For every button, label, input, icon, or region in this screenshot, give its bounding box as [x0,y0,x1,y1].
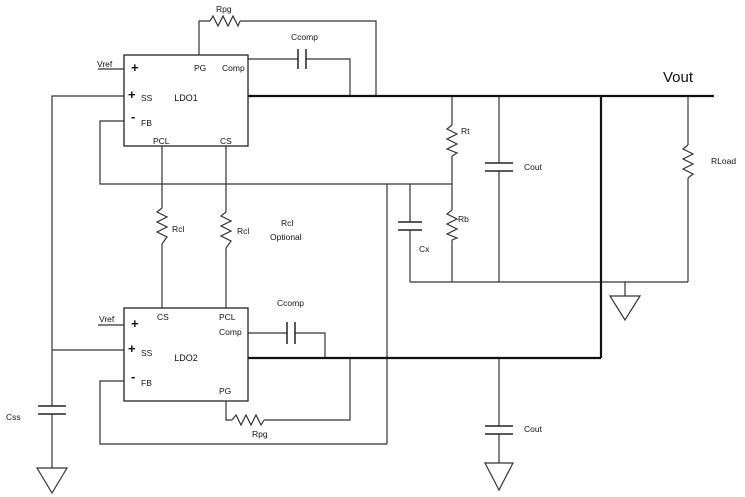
ground-symbol-right [608,295,642,322]
ldo2-fb-sign: - [131,369,135,384]
ldo1-pcl-pin: PCL [153,136,170,146]
wiring [51,20,689,468]
cout-right-capacitor [485,162,513,172]
ldo1-pg-pin: PG [194,63,206,73]
ldo2-block: + + SS - FB CS PCL Comp LDO2 PG [123,307,249,402]
ldo1-vref-label: Vref [97,59,113,69]
rb-resistor [445,209,459,241]
rload-resistor [681,144,695,179]
ldo2-cs-pin: CS [157,312,169,322]
output-bus [248,94,714,360]
cout-right-label: Cout [524,162,543,172]
cout-bottom-capacitor [485,425,513,435]
css-label: Css [6,412,21,422]
ccomp-bottom-label: Ccomp [277,298,304,308]
cout-bottom-label: Cout [524,424,543,434]
rt-label: Rt [461,126,470,136]
ccomp-bottom-capacitor [286,322,296,344]
ldo2-pcl-pin: PCL [219,312,236,322]
ldo1-ss-sign: + [128,87,136,102]
ground-symbol-css [35,467,69,495]
ldo1-block: + + SS - FB PG Comp LDO1 PCL CS [123,54,249,147]
rpg-bottom-resistor [231,413,265,427]
css-capacitor [38,405,66,415]
rcl-optional-note-line1: Rcl [281,218,293,228]
ldo2-plus-sign: + [131,316,139,331]
ldo2-ss-pin: SS [141,348,153,358]
ccomp-top-label: Ccomp [291,32,318,42]
ldo2-vref-label: Vref [99,314,115,324]
cx-label: Cx [419,244,430,254]
ldo1-name: LDO1 [174,93,198,103]
ccomp-top-capacitor [297,49,307,69]
rcl-right-label: Rcl [237,226,249,236]
cx-capacitor [398,221,422,231]
rpg-bottom-label: Rpg [252,429,268,439]
ldo2-ss-sign: + [128,341,136,356]
ldo1-comp-pin: Comp [222,63,245,73]
ldo2-pg-pin: PG [219,386,231,396]
rpg-top-resistor [209,14,241,28]
ldo1-cs-pin: CS [220,136,232,146]
ldo1-ss-pin: SS [141,93,153,103]
ground-symbol-cout [484,462,514,492]
vout-label: Vout [663,69,694,86]
rcl-optional-note-line2: Optional [270,232,302,242]
ldo1-fb-pin: FB [141,118,152,128]
rt-resistor [445,124,459,157]
ldo1-fb-sign: - [131,109,135,124]
rcl-left-resistor [155,207,169,245]
ldo2-fb-pin: FB [141,378,152,388]
ldo1-plus-sign: + [131,60,139,75]
rpg-top-label: Rpg [216,4,232,14]
ldo2-name: LDO2 [174,353,198,363]
rload-label: RLoad [711,156,736,166]
ldo2-comp-pin: Comp [219,327,242,337]
rb-label: Rb [458,214,469,224]
rcl-right-resistor [219,211,233,249]
rcl-left-label: Rcl [172,224,184,234]
